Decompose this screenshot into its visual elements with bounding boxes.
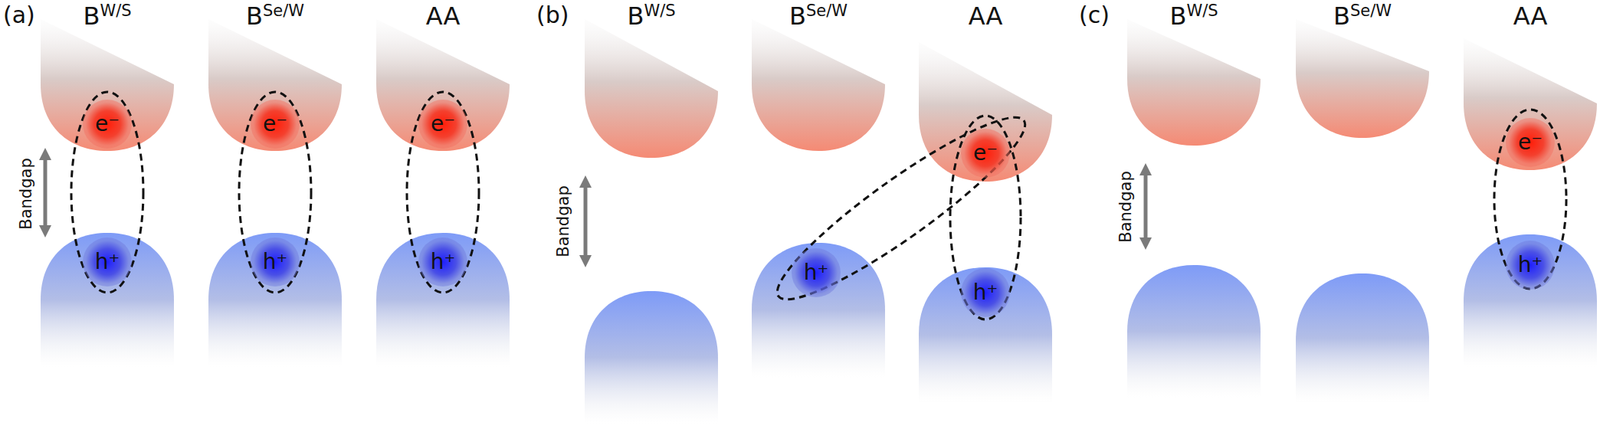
hole-label: h⁺ <box>803 261 830 286</box>
conduction-bands <box>40 19 1597 182</box>
column-header: AA <box>426 1 461 31</box>
exciton-ellipse <box>1494 109 1567 289</box>
panel-label: (b) <box>536 1 569 30</box>
electron-label: e⁻ <box>973 141 998 166</box>
valence-bands <box>40 232 1597 424</box>
stacking-label: B <box>82 1 100 31</box>
valence-band <box>918 267 1053 404</box>
conduction-band <box>376 19 510 151</box>
hole-label: h⁺ <box>95 250 121 275</box>
bandgap-arrow <box>1144 172 1148 241</box>
electron-label: e⁻ <box>95 112 120 137</box>
valence-band <box>208 232 342 368</box>
exciton-outlines <box>71 91 1567 321</box>
column-header: AA <box>1513 1 1548 31</box>
stacking-label: AA <box>426 1 461 31</box>
column-header: BW/S <box>82 1 132 31</box>
valence-band <box>1295 273 1430 404</box>
column-header: AA <box>968 1 1004 31</box>
exciton-ellipse <box>239 91 312 293</box>
electron-label: e⁻ <box>1518 131 1543 155</box>
hole: h⁺ <box>82 237 132 287</box>
arrowhead <box>1139 237 1152 250</box>
hole: h⁺ <box>1505 240 1555 290</box>
stacking-superscript: Se/W <box>1350 1 1392 21</box>
column-header: BSe/W <box>1333 1 1392 31</box>
electron-label: e⁻ <box>262 112 288 137</box>
arrowhead <box>39 147 52 161</box>
bandgap-arrow <box>43 157 48 229</box>
electron: e⁻ <box>82 99 132 149</box>
column-header: BSe/W <box>245 1 305 31</box>
conduction-band <box>1463 38 1597 171</box>
hole-label: h⁺ <box>973 281 999 305</box>
stacking-superscript: Se/W <box>806 1 848 21</box>
panel-label: (c) <box>1078 1 1110 30</box>
hole-label: h⁺ <box>1518 253 1544 278</box>
electron: e⁻ <box>960 128 1010 178</box>
stacking-label: AA <box>1513 1 1548 31</box>
stacking-label: B <box>1333 1 1351 31</box>
electron: e⁻ <box>1505 118 1555 168</box>
arrowhead <box>579 255 592 268</box>
stacking-label: AA <box>968 1 1004 31</box>
stacking-label: B <box>1169 1 1187 31</box>
conduction-band <box>40 19 174 151</box>
bandgap-label: Bandgap <box>1116 170 1136 243</box>
hole-label: h⁺ <box>430 250 456 275</box>
column-header: BW/S <box>1169 1 1218 31</box>
arrowhead <box>39 225 52 238</box>
conduction-band <box>584 19 719 158</box>
stacking-superscript: W/S <box>99 1 132 21</box>
hole: h⁺ <box>250 237 300 287</box>
exciton-ellipse <box>950 115 1021 320</box>
conduction-band <box>918 42 1053 182</box>
interlayer-exciton-ellipse <box>761 96 1042 320</box>
conduction-band <box>751 19 886 151</box>
electron-label: e⁻ <box>430 112 456 137</box>
conduction-band <box>1127 19 1261 146</box>
hole-label: h⁺ <box>262 250 289 275</box>
stacking-superscript: Se/W <box>262 1 305 21</box>
hole: h⁺ <box>418 237 468 287</box>
hole: h⁺ <box>791 248 841 298</box>
stacking-superscript: W/S <box>643 1 676 21</box>
valence-band <box>1127 265 1261 398</box>
electron: e⁻ <box>250 99 300 149</box>
panel-label: (a) <box>3 1 36 30</box>
conduction-band <box>1295 19 1430 138</box>
stacking-superscript: W/S <box>1186 1 1218 21</box>
exciton-ellipse <box>406 91 479 293</box>
stacking-label: B <box>626 1 644 31</box>
valence-band <box>376 232 510 368</box>
hole: h⁺ <box>960 268 1010 318</box>
bandgap-arrow <box>583 184 588 259</box>
conduction-band <box>208 19 342 151</box>
arrowhead <box>1139 163 1152 176</box>
stacking-label: B <box>789 1 807 31</box>
stacking-label: B <box>245 1 263 31</box>
bandgap-label: Bandgap <box>16 157 37 230</box>
valence-band <box>584 291 719 424</box>
valence-band <box>1463 234 1597 368</box>
exciton-ellipse <box>71 91 144 293</box>
column-header: BW/S <box>626 1 676 31</box>
valence-band <box>751 242 886 378</box>
electron: e⁻ <box>418 99 468 149</box>
column-header: BSe/W <box>789 1 848 31</box>
bandgap-label: Bandgap <box>554 185 574 257</box>
valence-band <box>40 232 174 368</box>
arrowhead <box>579 175 592 188</box>
